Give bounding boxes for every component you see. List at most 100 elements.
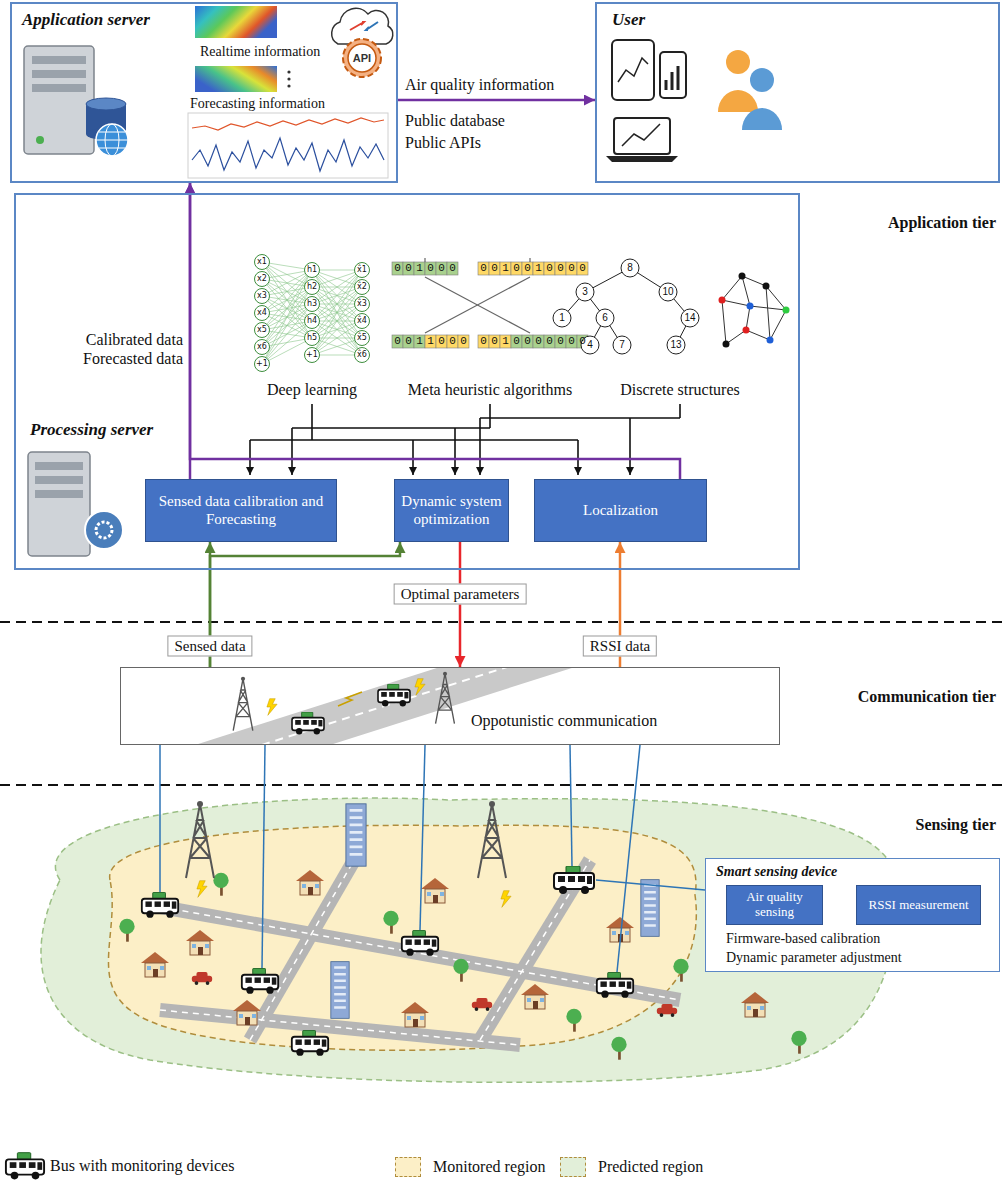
legend-item: Monitored region bbox=[395, 1157, 545, 1177]
neuron-label: x̂2 bbox=[357, 283, 367, 291]
graph-structure bbox=[739, 273, 746, 280]
node-title: Dynamic system optimization bbox=[399, 493, 504, 528]
neuron-label: x̂6 bbox=[357, 351, 367, 359]
processing-server-icon bbox=[35, 462, 83, 470]
city-map bbox=[566, 1009, 581, 1032]
realtime-map bbox=[287, 77, 290, 80]
method-label: Meta heuristic algorithms bbox=[408, 381, 572, 399]
tier-separator bbox=[0, 621, 1002, 623]
neuron-label: x̂3 bbox=[357, 300, 367, 308]
tree-node-label: 1 bbox=[559, 313, 565, 323]
city-map bbox=[657, 1004, 677, 1017]
neuron-label: x1 bbox=[257, 258, 267, 266]
method-arrow bbox=[292, 404, 490, 428]
method-figure bbox=[355, 314, 370, 329]
method-figure bbox=[596, 309, 614, 327]
legend-swatch bbox=[395, 1157, 421, 1177]
method-figure bbox=[255, 272, 270, 287]
method-figure bbox=[305, 297, 320, 312]
graph-structure bbox=[719, 273, 790, 348]
edge-label: Sensed data bbox=[167, 636, 252, 657]
method-figure bbox=[312, 304, 362, 355]
tree-node-label: 8 bbox=[627, 263, 633, 273]
city-map bbox=[150, 905, 680, 1000]
neuron-label: x̂5 bbox=[357, 334, 367, 342]
neuron-label: h4 bbox=[307, 317, 317, 325]
neuron-label: x̂1 bbox=[357, 266, 367, 274]
method-figure bbox=[305, 331, 320, 346]
server-icon bbox=[32, 56, 86, 64]
city-map bbox=[142, 892, 178, 917]
method-figure bbox=[667, 336, 685, 354]
server-icon bbox=[24, 46, 128, 156]
processing-server-icon bbox=[35, 476, 83, 484]
city-map bbox=[641, 880, 659, 937]
method-figure bbox=[262, 270, 312, 364]
tree-node-label: 3 bbox=[582, 287, 588, 297]
user-panel: User bbox=[595, 2, 1000, 183]
method-figure bbox=[355, 297, 370, 312]
city-map bbox=[420, 745, 425, 930]
method-arrow bbox=[479, 418, 481, 475]
method-figure bbox=[553, 309, 571, 327]
forecast-chart bbox=[192, 118, 384, 130]
city-map bbox=[346, 804, 366, 866]
neuron-label: x3 bbox=[257, 292, 267, 300]
node-title: Processing server bbox=[30, 420, 153, 440]
city-map bbox=[250, 850, 360, 1040]
chromosome-bits: 0010000000 bbox=[480, 335, 590, 348]
method-arrow bbox=[629, 418, 631, 475]
method-figure bbox=[562, 268, 690, 345]
legend-item: Bus with monitoring devices bbox=[50, 1157, 234, 1175]
city-map bbox=[150, 905, 680, 1000]
city-map bbox=[383, 911, 398, 934]
method-figure bbox=[425, 277, 530, 333]
server-icon bbox=[24, 46, 94, 154]
method-figure bbox=[621, 259, 639, 277]
node-title: Application server bbox=[22, 10, 150, 30]
city-map bbox=[472, 998, 492, 1011]
user-icons bbox=[612, 40, 654, 100]
graph-structure bbox=[747, 303, 754, 310]
legend-item: Predicted region bbox=[560, 1157, 703, 1177]
server-icon bbox=[96, 132, 128, 148]
user-icons bbox=[618, 58, 648, 82]
method-figure bbox=[262, 270, 312, 296]
graph-structure bbox=[783, 307, 790, 314]
legend-bus-icon bbox=[6, 1153, 44, 1180]
city-map bbox=[617, 745, 640, 972]
forecast-chart bbox=[188, 113, 388, 178]
city-map bbox=[521, 984, 549, 1009]
node-title: Sensed data calibration and Forecasting bbox=[150, 493, 332, 528]
method-figure bbox=[312, 304, 362, 355]
forecast-chart bbox=[192, 138, 384, 171]
neuron-label: x̂4 bbox=[357, 317, 367, 325]
method-figure bbox=[255, 323, 270, 338]
server-panel: Application serverRealtime informationFo… bbox=[10, 2, 398, 183]
user-icons bbox=[726, 50, 750, 74]
method-figure bbox=[529, 258, 530, 262]
city-map bbox=[741, 992, 769, 1017]
city-map bbox=[233, 1000, 261, 1025]
api-icon bbox=[366, 22, 378, 30]
user-icons bbox=[718, 90, 758, 112]
tree-node-label: 4 bbox=[587, 340, 593, 350]
node-text: Firmware-based calibration bbox=[726, 931, 880, 947]
city-map bbox=[262, 745, 265, 968]
node-text: Forecasting information bbox=[190, 96, 325, 112]
tree-node-label: 7 bbox=[619, 340, 625, 350]
method-figure bbox=[425, 277, 530, 333]
method-figure bbox=[255, 289, 270, 304]
method-figure bbox=[424, 258, 425, 262]
city-map bbox=[250, 850, 360, 1040]
processing-server-icon bbox=[28, 452, 90, 556]
user-icons bbox=[622, 124, 660, 146]
server-icon bbox=[32, 70, 86, 78]
neuron-label: +1 bbox=[256, 360, 268, 368]
legend-swatch bbox=[560, 1157, 586, 1177]
road-scene bbox=[436, 672, 455, 724]
process-box: Localization bbox=[534, 479, 707, 542]
city-map bbox=[119, 919, 134, 942]
server-icon bbox=[32, 84, 86, 92]
city-map bbox=[186, 930, 214, 955]
